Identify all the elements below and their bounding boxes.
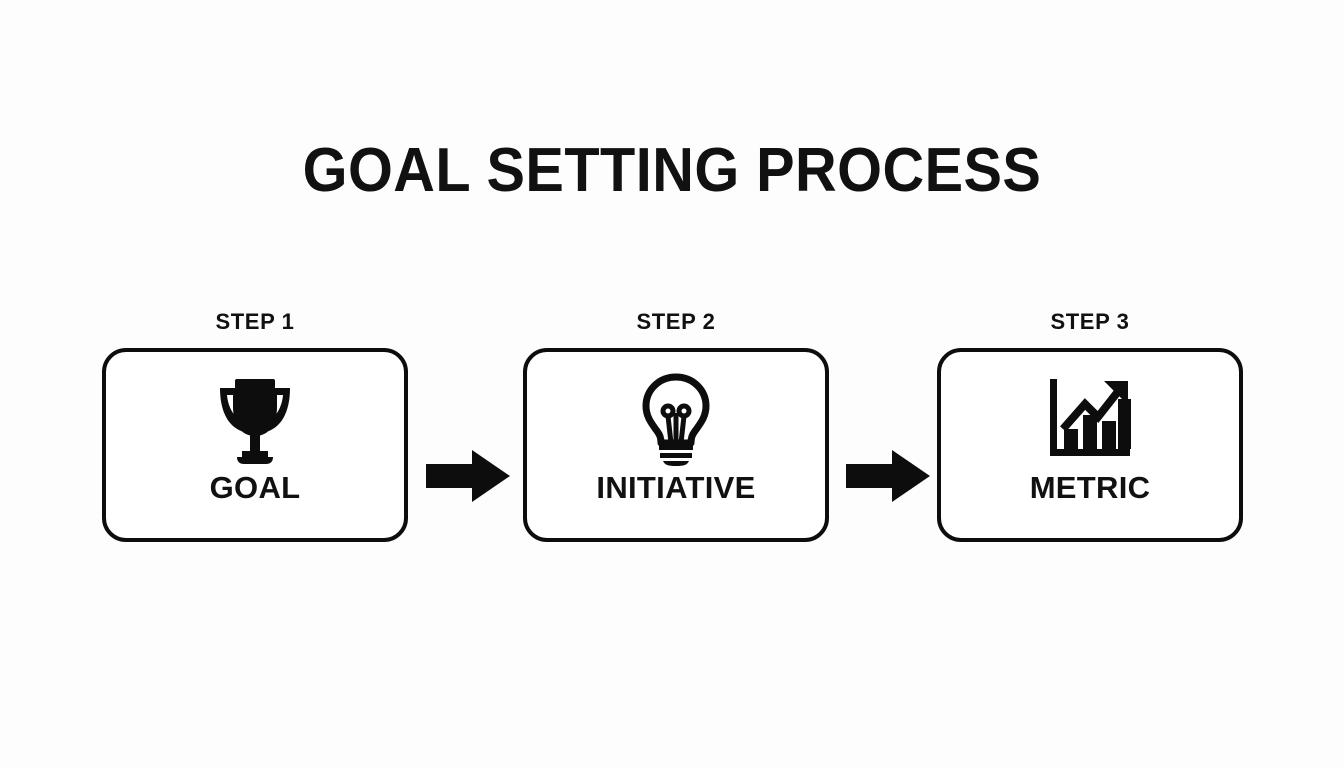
lightbulb-icon (640, 372, 712, 468)
step-3-caption: STEP 3 (1050, 309, 1130, 334)
step-2-card[interactable]: INITIATIVE (523, 348, 829, 542)
step-2-label: INITIATIVE (596, 470, 756, 505)
process-step-3: STEP 3 (937, 311, 1243, 546)
step-1-label: GOAL (209, 470, 301, 505)
step-2-caption: STEP 2 (636, 309, 716, 334)
trophy-icon (212, 372, 298, 468)
bar-chart-growth-icon (1046, 372, 1134, 468)
step-1-card[interactable]: GOAL (102, 348, 408, 542)
step-3-card[interactable]: METRIC (937, 348, 1243, 542)
process-flow-row: STEP 1 (102, 311, 1243, 546)
arrow-step2-to-step3 (846, 448, 930, 504)
step-1-caption: STEP 1 (215, 309, 295, 334)
process-step-1: STEP 1 (102, 311, 408, 546)
step-3-label: METRIC (1029, 470, 1151, 505)
process-step-2: STEP 2 (523, 311, 829, 546)
page-title: GOAL SETTING PROCESS (302, 136, 1042, 205)
arrow-step1-to-step2 (426, 448, 510, 504)
